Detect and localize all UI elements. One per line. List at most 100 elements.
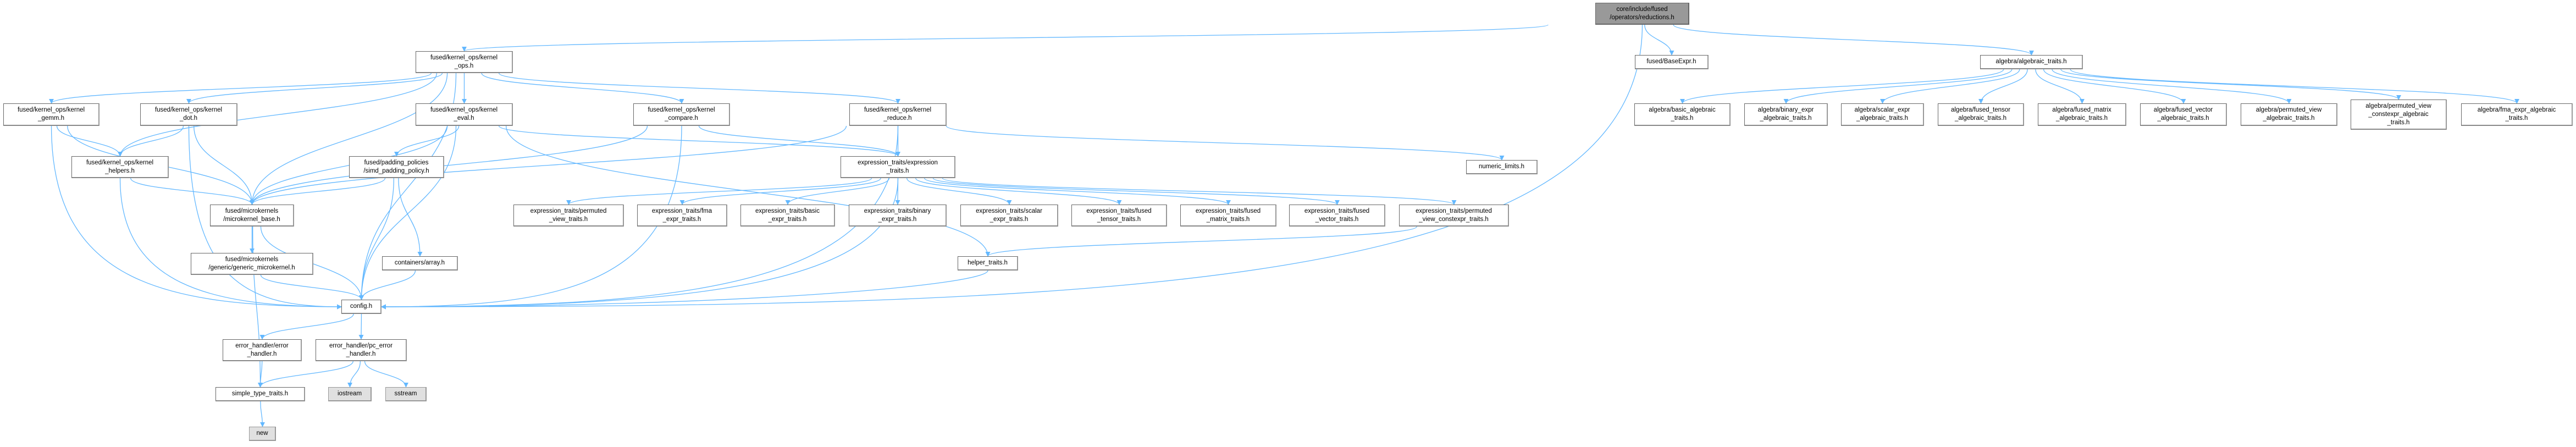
node-generic-microkernel[interactable]: fused/microkernels/generic/generic_micro… [191, 253, 313, 275]
node-label: algebra/fused_vector [2153, 107, 2213, 113]
node-simd-padding[interactable]: fused/padding_policies/simd_padding_poli… [349, 156, 444, 178]
node-eval[interactable]: fused/kernel_ops/kernel_eval.h [416, 103, 513, 126]
node-label: _algebraic_traits.h [2263, 115, 2315, 122]
node-label: fused/kernel_ops/kernel [648, 107, 715, 113]
node-label: expression_traits/expression [858, 159, 938, 166]
node-gemm[interactable]: fused/kernel_ops/kernel_gemm.h [3, 103, 99, 126]
node-simple-type-traits[interactable]: simple_type_traits.h [215, 387, 305, 401]
node-label: _helpers.h [105, 167, 135, 174]
node-label: _view_constexpr_traits.h [1419, 216, 1489, 223]
node-label: fused/kernel_ops/kernel [86, 159, 154, 166]
node-label: error_handler/pc_error [329, 342, 393, 349]
edge-kernel-ops-to-reduce [498, 73, 900, 104]
node-error-handler[interactable]: error_handler/error_handler.h [223, 339, 302, 361]
node-microkernel-base[interactable]: fused/microkernels/microkernel_base.h [210, 205, 294, 227]
node-dot[interactable]: fused/kernel_ops/kernel_dot.h [140, 103, 237, 126]
node-et-basic[interactable]: expression_traits/basic_expr_traits.h [740, 205, 835, 227]
node-new[interactable]: new [249, 427, 276, 441]
node-label: _traits.h [886, 167, 909, 174]
node-label: _reduce.h [883, 115, 912, 122]
node-label: _algebraic_traits.h [1955, 115, 2006, 122]
node-label: iostream [337, 390, 362, 397]
node-label: _handler.h [346, 350, 376, 357]
edge-algebraic-traits-to-alg-fma [2070, 69, 2519, 104]
node-label: _expr_traits.h [878, 216, 917, 223]
node-label: expression_traits/fma [651, 207, 712, 214]
edge-expression-traits-to-config [381, 178, 899, 310]
node-alg-fused-vector[interactable]: algebra/fused_vector _algebraic_traits.h [2140, 103, 2227, 126]
node-reductions[interactable]: core/include/fused/operators/reductions.… [1595, 3, 1689, 25]
node-algebraic-traits[interactable]: algebra/algebraic_traits.h [1980, 55, 2083, 69]
edge-generic-microkernel-to-config [260, 274, 364, 300]
node-et-fused-tensor[interactable]: expression_traits/fused_tensor_traits.h [1071, 205, 1167, 227]
edge-reductions-to-kernel-ops [462, 24, 1549, 52]
node-reduce[interactable]: fused/kernel_ops/kernel_reduce.h [849, 103, 947, 126]
node-label: _algebraic_traits.h [1856, 115, 1908, 122]
node-config[interactable]: config.h [341, 300, 382, 314]
edge-gemm-to-config [51, 125, 342, 310]
node-pc-error-handler[interactable]: error_handler/pc_error_handler.h [316, 339, 407, 361]
node-et-permuted-constexpr[interactable]: expression_traits/permuted_view_constexp… [1399, 205, 1509, 227]
node-kernel-ops[interactable]: fused/kernel_ops/kernel_ops.h [416, 51, 513, 73]
node-label: _ops.h [454, 62, 474, 69]
node-et-fma[interactable]: expression_traits/fma _expr_traits.h [637, 205, 727, 227]
node-label: _algebraic_traits.h [2157, 115, 2209, 122]
node-label: simple_type_traits.h [231, 390, 289, 397]
node-label: _tensor_traits.h [1097, 216, 1141, 223]
edge-config-to-error-handler [259, 313, 354, 340]
node-label: error_handler/error [235, 342, 289, 349]
node-label: /generic/generic_microkernel.h [208, 264, 295, 271]
node-alg-permuted-view[interactable]: algebra/permuted_view_algebraic_traits.h [2241, 103, 2337, 126]
node-label: _dot.h [180, 115, 197, 122]
node-label: _handler.h [247, 350, 277, 357]
node-numeric-limits[interactable]: numeric_limits.h [1466, 160, 1538, 174]
edge-helpers-to-config [119, 178, 342, 310]
node-array[interactable]: containers/array.h [382, 256, 458, 271]
node-label: expression_traits/binary [864, 207, 931, 214]
node-iostream[interactable]: iostream [328, 387, 372, 401]
node-helpers[interactable]: fused/kernel_ops/kernel_helpers.h [71, 156, 169, 178]
node-compare[interactable]: fused/kernel_ops/kernel_compare.h [633, 103, 730, 126]
edge-expression-traits-to-et-fused-tensor [915, 178, 1122, 205]
edge-reductions-to-config [381, 24, 1643, 310]
node-label: expression_traits/scalar [976, 207, 1042, 214]
node-label: numeric_limits.h [1478, 163, 1525, 170]
edge-array-to-config [358, 270, 416, 300]
node-et-binary[interactable]: expression_traits/binary _expr_traits.h [849, 205, 947, 227]
node-et-permuted-view[interactable]: expression_traits/permuted_view_traits.h [513, 205, 624, 227]
node-et-scalar[interactable]: expression_traits/scalar_expr_traits.h [960, 205, 1058, 227]
node-alg-fused-tensor[interactable]: algebra/fused_tensor _algebraic_traits.h [1938, 103, 2024, 126]
node-et-fused-vector[interactable]: expression_traits/fused_vector_traits.h [1289, 205, 1385, 227]
node-alg-permuted-constexpr[interactable]: algebra/permuted_view_constexpr_algebrai… [2351, 100, 2447, 130]
edge-helpers-to-microkernel-base [130, 178, 255, 205]
node-alg-scalar[interactable]: algebra/scalar_expr_algebraic_traits.h [1841, 103, 1924, 126]
node-label: algebra/fused_matrix [2052, 107, 2111, 113]
node-label: _expr_traits.h [662, 216, 701, 223]
edge-kernel-ops-to-gemm [49, 73, 432, 104]
node-label: /microkernel_base.h [223, 216, 280, 223]
node-alg-binary[interactable]: algebra/binary_expr_algebraic_traits.h [1744, 103, 1828, 126]
node-label: algebra/fused_tensor [1950, 107, 2011, 113]
node-alg-fused-matrix[interactable]: algebra/fused_matrix_algebraic_traits.h [2038, 103, 2126, 126]
node-label: _eval.h [454, 115, 474, 122]
node-expression-traits[interactable]: expression_traits/expression_traits.h [841, 156, 955, 178]
edge-algebraic-traits-to-alg-permuted-constexpr [2060, 69, 2401, 100]
node-base-expr[interactable]: fused/BaseExpr.h [1635, 55, 1709, 69]
edge-eval-to-config [358, 125, 457, 300]
edge-pc-error-handler-to-sstream [364, 361, 409, 388]
node-alg-basic[interactable]: algebra/basic_algebraic_traits.h [1634, 103, 1731, 126]
edge-algebraic-traits-to-alg-fused-tensor [1978, 69, 2028, 104]
edge-kernel-ops-to-compare [481, 73, 684, 104]
node-sstream[interactable]: sstream [385, 387, 427, 401]
node-label: expression_traits/basic [755, 207, 820, 214]
edge-algebraic-traits-to-alg-basic [1680, 69, 2004, 104]
edge-expression-traits-to-et-fused-matrix [924, 178, 1231, 205]
edge-algebraic-traits-to-alg-scalar [1880, 69, 2020, 104]
edge-eval-to-expression-traits [498, 125, 900, 157]
node-helper-traits[interactable]: helper_traits.h [958, 256, 1018, 271]
edge-reductions-to-algebraic-traits [1673, 24, 2034, 56]
node-et-fused-matrix[interactable]: expression_traits/fused_matrix_traits.h [1180, 205, 1276, 227]
node-alg-fma[interactable]: algebra/fma_expr_algebraic_traits.h [2461, 103, 2573, 126]
edge-compare-to-microkernel-base [250, 125, 648, 205]
edge-algebraic-traits-to-alg-binary [1783, 69, 2013, 104]
